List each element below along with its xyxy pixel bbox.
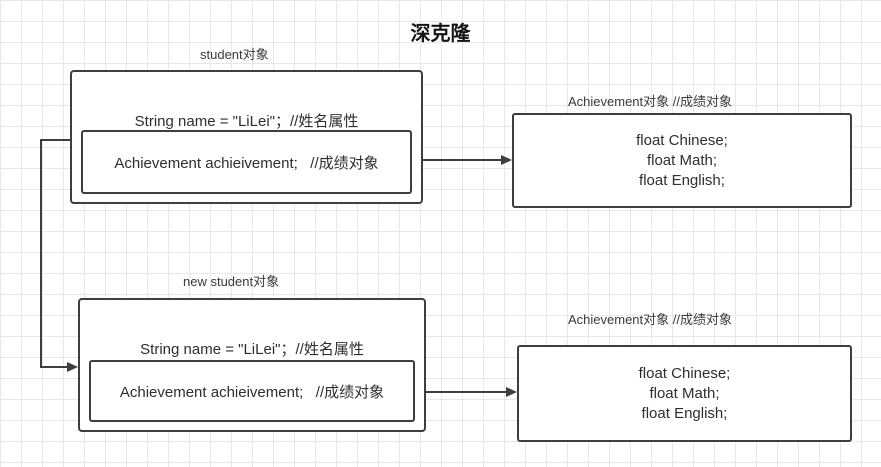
student-achievement-field-text: Achievement achieivement; //成绩对象 <box>114 154 379 172</box>
achievement-line-math: float Math; <box>646 151 718 169</box>
student-name-field-text: String name = "LiLei"；//姓名属性 <box>134 113 359 130</box>
arrow-line-bottom <box>426 391 506 393</box>
connector-line-vertical <box>40 139 42 368</box>
connector-line-horizontal-top <box>40 139 70 141</box>
new-student-achievement-field-box: Achievement achieivement; //成绩对象 <box>89 360 415 422</box>
student-object-box: String name = "LiLei"；//姓名属性 Achievement… <box>70 70 423 204</box>
achievement-object-box-top: float Chinese; float Math; float English… <box>512 113 852 208</box>
new-student-object-label: new student对象 <box>183 274 280 289</box>
arrow-head-bottom <box>506 387 517 397</box>
achievement-line-math: float Math; <box>649 384 720 402</box>
achievement-line-english: float English; <box>641 404 728 422</box>
connector-line-horizontal-bottom <box>40 366 67 368</box>
achievement-line-chinese: float Chinese; <box>638 364 731 382</box>
achievement-object-box-bottom: float Chinese; float Math; float English… <box>517 345 852 442</box>
achievement-line-chinese: float Chinese; <box>636 131 728 149</box>
achievement-line-english: float English; <box>639 171 725 189</box>
student-achievement-field-box: Achievement achieivement; //成绩对象 <box>81 130 412 194</box>
diagram-title: 深克隆 <box>410 23 471 45</box>
achievement-object-label-top: Achievement对象 //成绩对象 <box>568 94 732 109</box>
student-object-label: student对象 <box>200 47 269 62</box>
connector-arrow-head <box>67 362 78 372</box>
arrow-line-top <box>423 159 502 161</box>
new-student-object-box: String name = "LiLei"；//姓名属性 Achievement… <box>78 298 426 432</box>
new-student-name-field-text: String name = "LiLei"；//姓名属性 <box>140 341 364 358</box>
achievement-object-label-bottom: Achievement对象 //成绩对象 <box>568 312 732 327</box>
arrow-head-top <box>501 155 512 165</box>
new-student-achievement-field-text: Achievement achieivement; //成绩对象 <box>119 383 385 401</box>
